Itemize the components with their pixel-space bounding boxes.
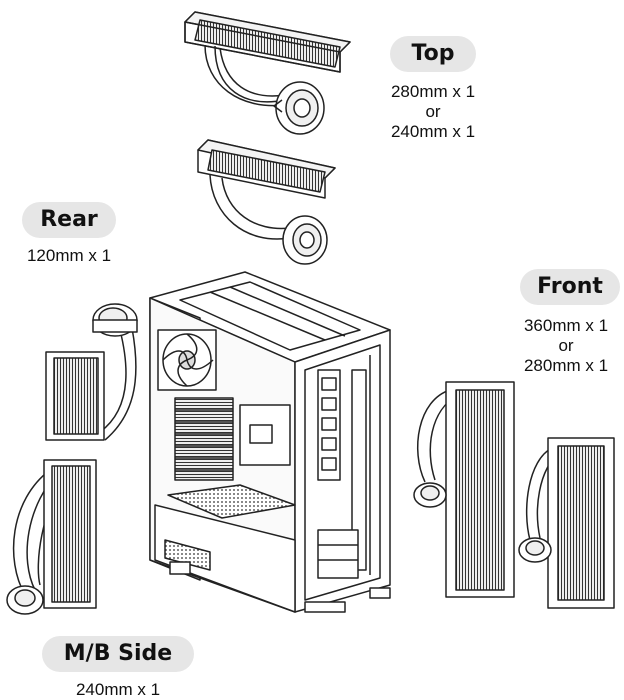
- top-label: Top: [390, 36, 476, 72]
- front-radiator-360: [413, 381, 515, 598]
- top-spec-or: or: [425, 102, 441, 121]
- top-radiator-240: [197, 139, 336, 265]
- mb-side-pump: [6, 585, 44, 615]
- top-spec: 280mm x 1 or 240mm x 1: [372, 82, 494, 142]
- case-pci-slots: [174, 397, 234, 481]
- front-spec-280: 280mm x 1: [523, 356, 609, 375]
- top-spec-240: 240mm x 1: [390, 122, 476, 141]
- top-pump-240: [282, 215, 328, 265]
- rear-spec: 120mm x 1: [8, 246, 130, 266]
- mb-side-spec-240: 240mm x 1: [75, 680, 161, 699]
- front-spec-360: 360mm x 1: [523, 316, 609, 335]
- top-spec-280: 280mm x 1: [390, 82, 476, 101]
- mb-side-radiator-240: [6, 459, 97, 615]
- mb-side-label: M/B Side: [42, 636, 194, 672]
- front-pump-280: [518, 537, 552, 563]
- front-label: Front: [520, 269, 620, 305]
- front-pump-360: [413, 482, 447, 508]
- top-pump-280: [273, 81, 325, 135]
- front-radiator-280: [518, 437, 615, 609]
- rear-radiator-120: [45, 303, 138, 441]
- front-spec-or: or: [558, 336, 574, 355]
- top-radiator-280: [184, 11, 351, 135]
- mb-side-spec: 240mm x 1: [58, 680, 178, 700]
- rear-label: Rear: [22, 202, 116, 238]
- rear-pump: [92, 303, 138, 337]
- rear-spec-120: 120mm x 1: [26, 246, 112, 265]
- case-rear-fan: [157, 329, 217, 391]
- pc-case: [149, 271, 391, 613]
- front-spec: 360mm x 1 or 280mm x 1: [510, 316, 622, 376]
